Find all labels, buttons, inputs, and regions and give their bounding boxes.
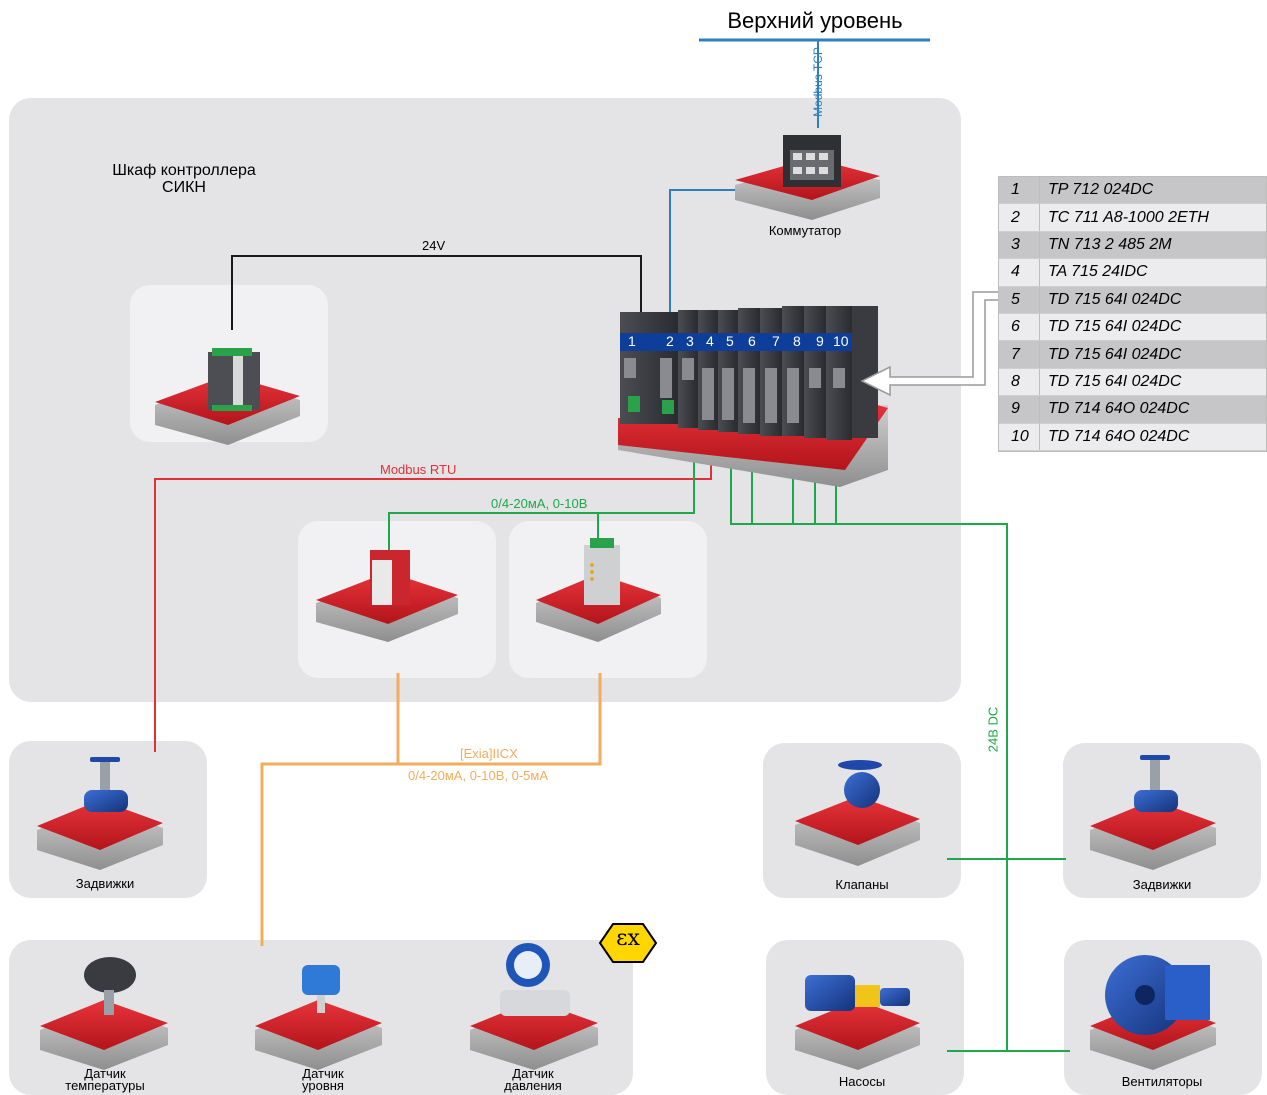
- slot-number: 6: [748, 333, 756, 349]
- module-number: 9: [999, 396, 1040, 423]
- module-number: 2: [999, 204, 1040, 231]
- controller-slot-numbers: 1 2 3 4 5 6 7 8 9 10: [620, 332, 852, 350]
- power-24v-line: [232, 256, 641, 330]
- module-name: TD 714 64O 024DC: [1040, 423, 1267, 450]
- valves-label: Клапаны: [797, 879, 927, 891]
- slot-number: 3: [686, 333, 694, 349]
- module-name: TC 711 A8-1000 2ETH: [1040, 204, 1267, 231]
- pump-icon: [805, 975, 910, 1011]
- level-sensor-label: Датчик уровня: [248, 1068, 398, 1092]
- switch-label: Коммутатор: [740, 225, 870, 237]
- switch-device: [735, 135, 880, 220]
- slot-number: 10: [833, 333, 849, 349]
- module-number: 5: [999, 286, 1040, 313]
- top-level-title: Верхний уровень: [700, 8, 930, 34]
- module-name: TD 715 64I 024DC: [1040, 368, 1267, 395]
- cabinet-title: Шкаф контроллера СИКН: [84, 162, 284, 196]
- pressure-sensor-label-line2: давления: [458, 1080, 608, 1092]
- barrier-device-1: [316, 550, 458, 642]
- module-number: 7: [999, 341, 1040, 368]
- gate-valve-right-icon: [1134, 755, 1178, 812]
- switch-to-controller-line: [670, 190, 735, 313]
- fans-label: Вентиляторы: [1097, 1076, 1227, 1088]
- slot-number: 9: [816, 333, 824, 349]
- module-number: 1: [999, 177, 1040, 204]
- gate-valves-left-label: Задвижки: [40, 878, 170, 890]
- dc-24v-label: 24В DC: [985, 707, 1000, 753]
- slot-number: 2: [666, 333, 674, 349]
- slot-number: 8: [793, 333, 801, 349]
- module-name: TA 715 24IDC: [1040, 259, 1267, 286]
- module-number: 3: [999, 231, 1040, 258]
- ex-lines: [262, 673, 600, 946]
- modbus-tcp-label: Modbus TCP: [811, 32, 825, 132]
- dc-24v-lines: [731, 430, 1070, 1051]
- ex-badge-icon: εx: [608, 926, 648, 951]
- cabinet-title-line1: Шкаф контроллера: [84, 162, 284, 179]
- analog-internal-label: 0/4-20мА, 0-10В: [491, 496, 587, 511]
- slot-number: 5: [726, 333, 734, 349]
- gate-valves-right-label: Задвижки: [1097, 879, 1227, 891]
- module-name: TN 713 2 485 2M: [1040, 231, 1267, 258]
- temperature-sensor-label: Датчик температуры: [30, 1068, 180, 1092]
- power-24v-label: 24V: [422, 238, 445, 253]
- pressure-sensor-label: Датчик давления: [458, 1068, 608, 1092]
- ex-protection-label: [Exia]IICX: [460, 746, 518, 761]
- module-name: TD 715 64I 024DC: [1040, 341, 1267, 368]
- module-name: TD 715 64I 024DC: [1040, 286, 1267, 313]
- module-name: TD 715 64I 024DC: [1040, 313, 1267, 340]
- module-number: 10: [999, 423, 1040, 450]
- module-table-arrow: [862, 292, 1005, 395]
- controller-rack: [620, 306, 878, 440]
- pumps-label: Насосы: [797, 1076, 927, 1088]
- analog-field-label: 0/4-20мА, 0-10В, 0-5мА: [408, 768, 548, 783]
- module-number: 4: [999, 259, 1040, 286]
- level-sensor-label-line2: уровня: [248, 1080, 398, 1092]
- slot-number: 7: [772, 333, 780, 349]
- gate-valve-left-icon: [84, 757, 128, 812]
- pressure-sensor-icon: [500, 943, 570, 1016]
- module-name: TP 712 024DC: [1040, 177, 1267, 204]
- power-supply-device: [155, 348, 300, 445]
- slot-number: 4: [706, 333, 714, 349]
- temperature-sensor-label-line2: температуры: [30, 1080, 180, 1092]
- cabinet-title-line2: СИКН: [84, 179, 284, 196]
- module-number: 6: [999, 313, 1040, 340]
- slot-number: 1: [628, 333, 636, 349]
- module-name: TD 714 64O 024DC: [1040, 396, 1267, 423]
- valve-icon: [838, 760, 882, 808]
- module-number: 8: [999, 368, 1040, 395]
- barrier-device-2: [536, 538, 661, 642]
- modbus-rtu-label: Modbus RTU: [380, 462, 456, 477]
